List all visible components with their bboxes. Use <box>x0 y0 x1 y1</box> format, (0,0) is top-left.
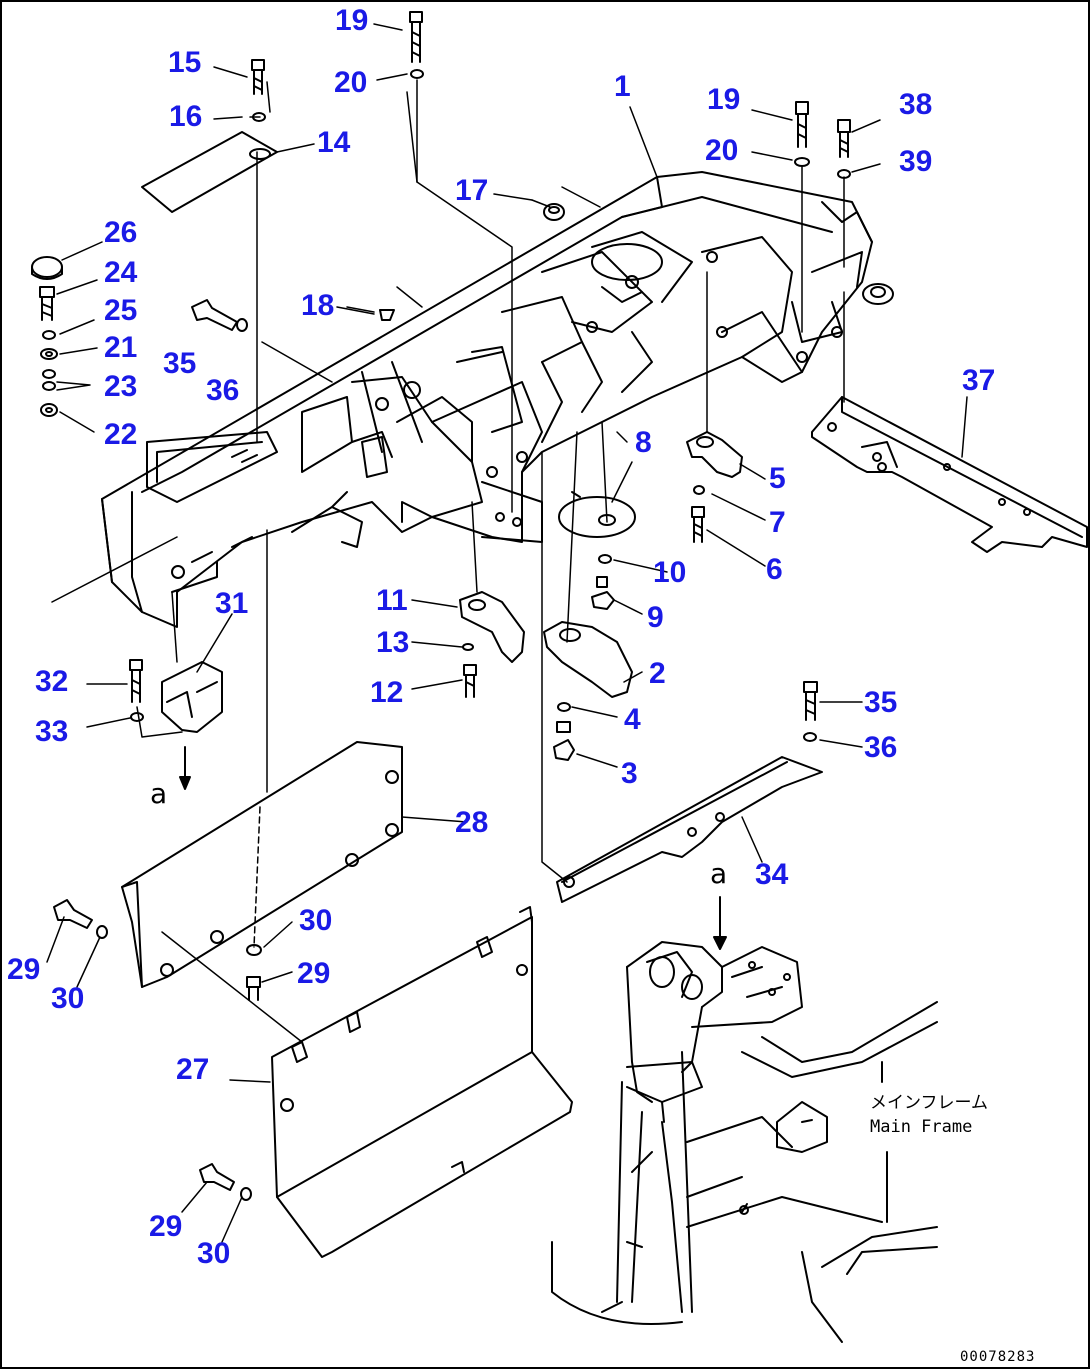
main-frame-body <box>101 171 873 628</box>
callout-30: 30 <box>51 982 85 1015</box>
callout-13: 13 <box>376 626 410 659</box>
callout-37: 37 <box>962 364 996 397</box>
drawing-code: 00078283 <box>960 1349 1036 1365</box>
callout-32: 32 <box>35 665 69 698</box>
callout-6: 6 <box>766 553 783 586</box>
callout-4: 4 <box>624 703 641 736</box>
callout-9: 9 <box>647 601 664 634</box>
callout-24: 24 <box>104 256 138 289</box>
leader-lines <box>51 79 845 1043</box>
callout-1: 1 <box>614 70 631 103</box>
callout-36: 36 <box>206 374 240 407</box>
left-hardware-stack <box>31 256 63 417</box>
main-frame-label-jp: メインフレーム <box>870 1093 988 1113</box>
callout-35: 35 <box>163 347 197 380</box>
callout-26: 26 <box>104 216 138 249</box>
callout-leaders <box>46 23 968 1243</box>
callout-29: 29 <box>7 953 41 986</box>
bolt-35-left <box>191 299 238 331</box>
callout-28: 28 <box>455 806 489 839</box>
callout-17: 17 <box>455 174 489 207</box>
view-marker-a: a <box>710 857 728 890</box>
callout-16: 16 <box>169 100 203 133</box>
cover-28 <box>121 741 403 988</box>
callout-21: 21 <box>104 331 138 364</box>
callout-3: 3 <box>621 757 638 790</box>
main-frame-label-en: Main Frame <box>870 1117 973 1137</box>
bracket-37 <box>811 396 1088 553</box>
mount-5-group <box>686 431 743 543</box>
hardware-top <box>251 11 894 321</box>
view-marker-a: a <box>150 777 168 810</box>
callout-33: 33 <box>35 715 69 748</box>
callout-25: 25 <box>104 294 138 327</box>
bar-34 <box>556 756 823 903</box>
callout-18: 18 <box>301 289 335 322</box>
callout-20: 20 <box>705 134 739 167</box>
callout-19: 19 <box>707 83 741 116</box>
callout-19: 19 <box>335 4 369 37</box>
callout-34: 34 <box>755 858 789 891</box>
callout-30: 30 <box>299 904 333 937</box>
disc-8 <box>558 496 636 538</box>
callout-14: 14 <box>317 126 351 159</box>
callout-29: 29 <box>149 1210 183 1243</box>
callout-7: 7 <box>769 506 786 539</box>
callout-23: 23 <box>104 370 138 403</box>
callout-30: 30 <box>197 1237 231 1270</box>
cover-27 <box>271 906 573 1258</box>
callout-5: 5 <box>769 462 786 495</box>
callout-35: 35 <box>864 686 898 719</box>
callout-39: 39 <box>899 145 933 178</box>
callout-12: 12 <box>370 676 404 709</box>
callout-2: 2 <box>649 657 666 690</box>
callout-11: 11 <box>376 584 408 617</box>
callout-10: 10 <box>653 556 687 589</box>
detail-view-a <box>551 896 938 1343</box>
callout-36: 36 <box>864 731 898 764</box>
callout-15: 15 <box>168 46 202 79</box>
mount-2-group <box>543 621 633 761</box>
callout-27: 27 <box>176 1053 210 1086</box>
callout-22: 22 <box>104 418 138 451</box>
callout-29: 29 <box>297 957 331 990</box>
callout-20: 20 <box>334 66 368 99</box>
callout-38: 38 <box>899 88 933 121</box>
callout-8: 8 <box>635 426 652 459</box>
mount-11-group <box>459 591 525 698</box>
callout-31: 31 <box>215 587 249 620</box>
bracket-31-group <box>129 659 223 790</box>
